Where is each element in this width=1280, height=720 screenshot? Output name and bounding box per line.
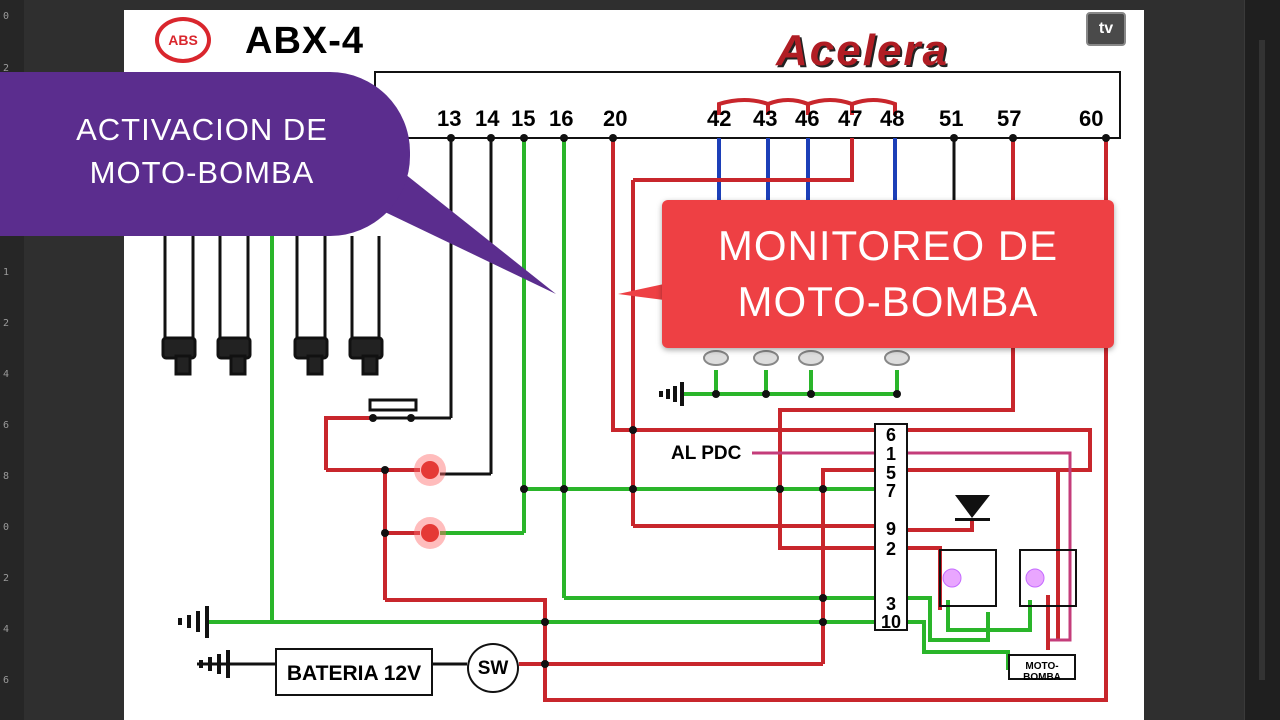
pin-label: 42 <box>707 106 732 131</box>
relay-pin-label: 2 <box>885 539 896 559</box>
pin-label: 20 <box>603 106 628 131</box>
scrollbar[interactable] <box>1259 40 1265 680</box>
pin-label: 60 <box>1079 106 1104 131</box>
pin-label: 13 <box>437 106 462 131</box>
pdc-wire <box>752 451 1072 642</box>
jumper-loops <box>717 98 897 115</box>
relay-pin-label: 6 <box>885 425 896 445</box>
ignition-switch: SW <box>467 643 519 693</box>
pin-label: 57 <box>997 106 1022 131</box>
ground-symbols <box>178 382 684 678</box>
relay-pin-label: 1 <box>885 444 896 464</box>
relays <box>939 549 1077 607</box>
module-title: ABX-4 <box>245 20 365 62</box>
relay-pin-label: 7 <box>885 481 896 501</box>
black-wires <box>197 138 956 666</box>
brand-tv-badge: tv <box>1086 12 1126 46</box>
injectors <box>161 236 384 376</box>
wheel-sensors <box>703 350 910 366</box>
abs-logo-text: ABS <box>168 32 198 48</box>
switch-label: SW <box>477 658 509 679</box>
lamps <box>414 454 446 549</box>
relay-connector <box>874 423 908 631</box>
battery-label: BATERIA 12V <box>286 662 422 685</box>
green-wires <box>207 138 1032 670</box>
monitoring-callout: MONITOREO DE MOTO-BOMBA <box>662 200 1114 348</box>
relay-pin-label: 3 <box>885 594 896 614</box>
pin-label: 51 <box>939 106 964 131</box>
brand-logo: Acelera <box>776 26 950 75</box>
pin-label: 43 <box>753 106 778 131</box>
battery-box: BATERIA 12V <box>275 648 433 696</box>
monitoring-callout-line1: MONITOREO DE <box>717 222 1059 269</box>
monitoring-callout-line2: MOTO-BOMBA <box>737 278 1039 325</box>
junction-dots <box>369 134 1110 668</box>
blue-wires <box>717 138 897 200</box>
pin-label: 15 <box>511 106 536 131</box>
activation-callout: ACTIVACION DE MOTO-BOMBA <box>0 72 410 236</box>
relay-pin-label: 5 <box>885 463 896 483</box>
red-wires <box>324 138 1108 702</box>
pin-label: 48 <box>880 106 905 131</box>
relay-pin-label: 9 <box>885 519 896 539</box>
activation-callout-line1: ACTIVACION DE <box>76 112 328 147</box>
abs-logo: ABS <box>155 17 211 63</box>
activation-callout-line2: MOTO-BOMBA <box>89 155 315 190</box>
pin-label: 47 <box>838 106 863 131</box>
diode <box>955 495 990 521</box>
relay-pin-label: 10 <box>880 612 902 632</box>
pump-motor-label: MOTO-BOMBA <box>1023 661 1061 683</box>
pdc-label: AL PDC <box>671 443 742 464</box>
pin-label: 16 <box>549 106 574 131</box>
right-panel <box>1244 0 1280 720</box>
pin-label: 46 <box>795 106 820 131</box>
pin-label: 14 <box>475 106 500 131</box>
relay-coils <box>942 568 1045 588</box>
pump-motor-box: MOTO-BOMBA <box>1008 654 1076 683</box>
